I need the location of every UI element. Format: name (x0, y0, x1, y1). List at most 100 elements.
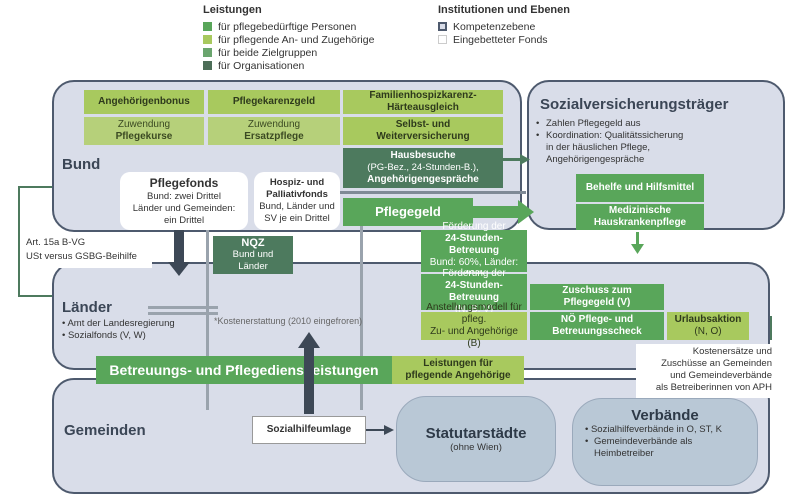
f24-top: Förderung der (442, 268, 506, 279)
noe-top: NÖ Pflege- und (560, 314, 634, 325)
legend-swatch (438, 22, 447, 31)
kostenersaetze-note: Kostenersätze und Zuschüsse an Gemeinden… (636, 344, 776, 398)
leistungen-pflegende-angehoerige: Leistungen für pflegende Angehörige (392, 356, 524, 384)
hospiz-palliativfonds: Hospiz- und Palliativfonds Bund, Länder … (254, 172, 340, 230)
laender-bullets: • Amt der Landesregierung • Sozialfonds … (62, 318, 175, 342)
nqz-title: NQZ (241, 237, 265, 249)
zuwendung-label: Zuwendung (117, 119, 171, 130)
sv-down-arrow (636, 232, 639, 246)
hausbesuche-bottom: Angehörigengespräche (367, 174, 479, 185)
statutarstaedte: Statutarstädte (ohne Wien) (396, 396, 556, 482)
legend-label: für beide Zielgruppen (218, 46, 318, 59)
verbaende-bullet: • Gemeindeverbände als Heimbetreiber (585, 436, 745, 460)
pflegegeld-arrow-shaft (473, 206, 521, 218)
f24-top: Förderung der (442, 221, 506, 232)
selbst-label: Selbst- und (395, 119, 451, 130)
pflegefonds: Pflegefonds Bund: zwei Drittel Länder un… (120, 172, 248, 230)
familienhospizkarenz: Familienhospizkarenz- Härteausgleich (343, 90, 503, 114)
bullet-dot: • (585, 436, 589, 447)
f24-mid: 24-Stunden-Betreuung (445, 280, 503, 303)
umlage-arrow (366, 429, 386, 431)
legend-swatch (203, 48, 212, 57)
zuschuss-bottom: Pflegegeld (V) (563, 297, 631, 308)
sv-bullet-text: Koordination: Qualitätssicherung in der … (546, 130, 684, 165)
f24-bottom: (N, B, V) (454, 304, 494, 315)
art15a-line1: Art. 15a B-VG (26, 237, 86, 248)
legend-institutionen-title: Institutionen und Ebenen (438, 4, 570, 16)
legend-leistungen: für pflegebedürftige Personen für pflege… (203, 20, 374, 72)
f24-mid: 24-Stunden-Betreuung (445, 233, 503, 256)
hausbesuche-arrow-head (520, 154, 530, 165)
sv-back-arrow (340, 191, 526, 194)
zuschuss-pflegegeld: Zuschuss zum Pflegegeld (V) (530, 284, 664, 310)
sv-bullet: • Koordination: Qualitätssicherung in der… (536, 130, 776, 166)
kostenerstattung-note: *Kostenerstattung (2010 eingefroren) (214, 316, 363, 326)
connector-line (18, 295, 52, 297)
legend-label: für pflegende An- und Zugehörige (218, 33, 375, 46)
gemeinden-title: Gemeinden (64, 422, 146, 439)
anstellung-top: Anstellungsmodell für pfleg. (426, 302, 522, 325)
grey-line (360, 226, 363, 410)
sv-down-arrow-head (631, 244, 644, 254)
legend-item: Eingebetteter Fonds (438, 33, 548, 46)
pflegefonds-title: Pflegefonds (149, 175, 219, 190)
legend-institutionen: Kompetenzebene Eingebetteter Fonds (438, 20, 548, 46)
foerderung-24h-laender: Förderung der 24-Stunden-Betreuung (N, B… (421, 268, 527, 315)
grey-line (148, 306, 218, 309)
anstellung-bottom: Zu- und Angehörige (B) (430, 326, 518, 349)
legend-item: für beide Zielgruppen (203, 46, 374, 59)
pflegegeld-arrow-head (518, 200, 534, 224)
bullet-dot: • (536, 118, 540, 129)
urlaubsaktion: Urlaubsaktion (N, O) (667, 312, 749, 340)
verbaende-bullet-text: Sozialhilfeverbände in O, ST, K (590, 424, 722, 435)
umlage-up-arrow (304, 346, 314, 414)
pflegefonds-arrow-head (168, 262, 190, 276)
nqz-text: Bund und Länder (232, 249, 274, 272)
legend-label: Eingebetteter Fonds (453, 33, 548, 46)
grey-line (206, 230, 209, 410)
hausbesuche-title: Hausbesuche (390, 150, 456, 161)
noe-betreuungsscheck: NÖ Pflege- und Betreuungsscheck (530, 312, 664, 340)
legend-leistungen-title: Leistungen (203, 4, 262, 16)
angehoerigenbonus: Angehörigenbonus (84, 90, 204, 114)
pflegefonds-arrow (174, 230, 184, 264)
statutar-sub: (ohne Wien) (450, 442, 502, 453)
sv-title: Sozialversicherungsträger (540, 96, 729, 113)
ersatzpflege-label: Ersatzpflege (244, 131, 304, 142)
legend-swatch (438, 35, 447, 44)
legend-item: Kompetenzebene (438, 20, 548, 33)
legend-item: für pflegende An- und Zugehörige (203, 33, 374, 46)
verbaende-bullet-text: Gemeindeverbände als Heimbetreiber (594, 436, 693, 459)
pflegekarenzgeld: Pflegekarenzgeld (208, 90, 340, 114)
noe-bottom: Betreuungsscheck (552, 326, 642, 337)
hospiz-text: Bund, Länder und SV je ein Drittel (259, 201, 335, 224)
urlaub-top: Urlaubsaktion (674, 314, 742, 325)
legend-label: Kompetenzebene (453, 20, 536, 33)
connector-line (18, 186, 52, 188)
laender-bullet: • Amt der Landesregierung (62, 318, 175, 329)
verbaende-title: Verbände (631, 407, 699, 424)
hausbesuche-sub: (PG-Bez., 24-Stunden-B.), (367, 162, 479, 173)
sv-bullets: •Zahlen Pflegegeld aus •Koordination: Qu… (536, 118, 776, 166)
anstellungsmodell: Anstellungsmodell für pfleg. Zu- und Ang… (421, 302, 527, 349)
grey-line (148, 312, 218, 315)
legend-swatch (203, 61, 212, 70)
laender-bullet-text: Sozialfonds (V, W) (67, 330, 146, 341)
hospiz-title: Hospiz- und Palliativfonds (266, 177, 328, 200)
laender-title: Länder (62, 299, 113, 316)
umlage-up-arrow-head (298, 332, 320, 348)
hausbesuche: Hausbesuche (PG-Bez., 24-Stunden-B.), An… (343, 148, 503, 188)
urlaub-bottom: (N, O) (694, 326, 722, 337)
bullet-dot: • (536, 130, 540, 141)
weiterversicherung-label: Weiterversicherung (376, 131, 470, 142)
verbaende: Verbände • Sozialhilfeverbände in O, ST,… (572, 398, 758, 486)
art15a-note: Art. 15a B-VG USt versus GSBG-Beihilfe (22, 234, 152, 268)
legend-item: für pflegebedürftige Personen (203, 20, 374, 33)
legend-item: für Organisationen (203, 59, 374, 72)
betreuungs-pflegedienstleistungen: Betreuungs- und Pflegedienstleistungen (96, 356, 392, 384)
legend-swatch (203, 22, 212, 31)
pflegefonds-text: Bund: zwei Drittel Länder und Gemeinden:… (132, 190, 236, 226)
